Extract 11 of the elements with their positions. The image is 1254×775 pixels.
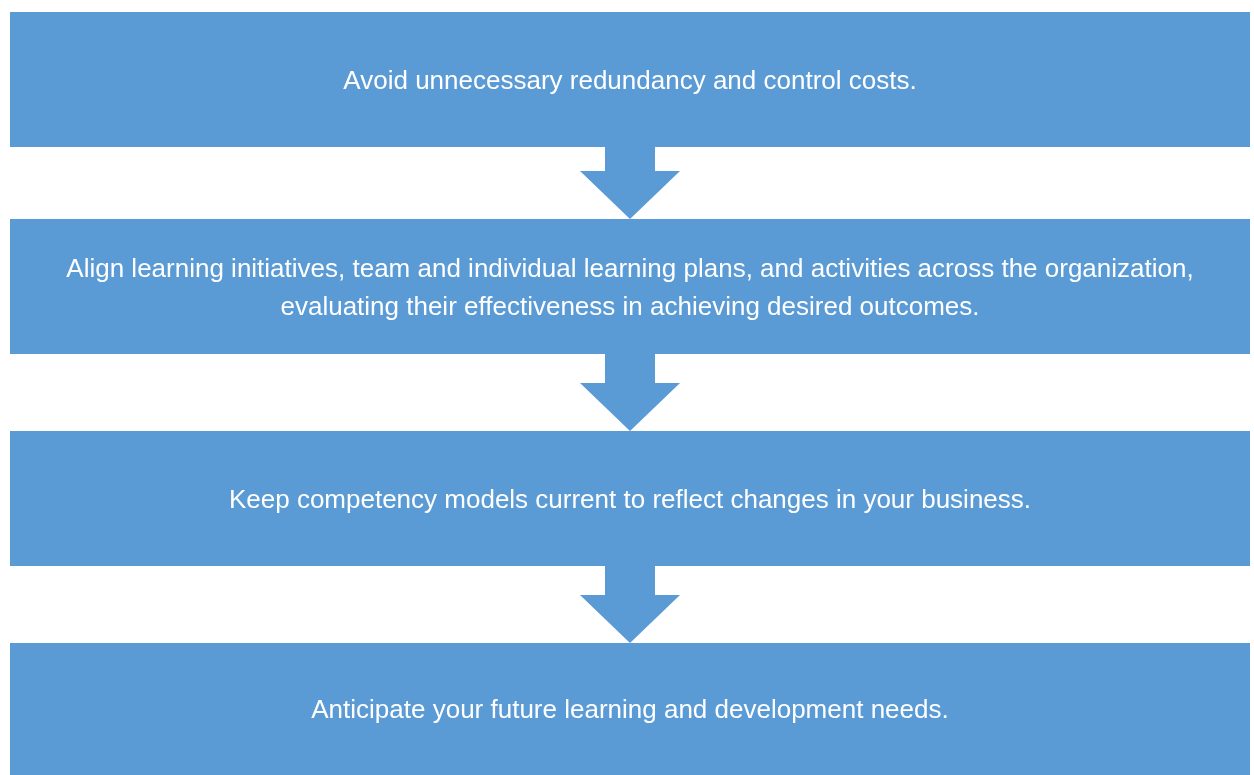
- process-box: [10, 219, 1250, 354]
- block-arrow: [580, 354, 680, 431]
- process-box: [10, 12, 1250, 147]
- block-arrow: [580, 566, 680, 643]
- box-text: Align learning initiatives, team and individual learning plans, and activities across the organization, evaluating their effectiveness in achieving desired outcomes.: [65, 251, 1195, 323]
- process-box: [10, 643, 1250, 775]
- box-text: Anticipate your future learning and development needs.: [311, 693, 949, 726]
- box-text: Avoid unnecessary redundancy and control costs.: [343, 63, 917, 97]
- block-arrow: [580, 147, 680, 219]
- process-box: [10, 431, 1250, 566]
- box-text: Keep competency models current to reflect changes in your business.: [228, 482, 1032, 516]
